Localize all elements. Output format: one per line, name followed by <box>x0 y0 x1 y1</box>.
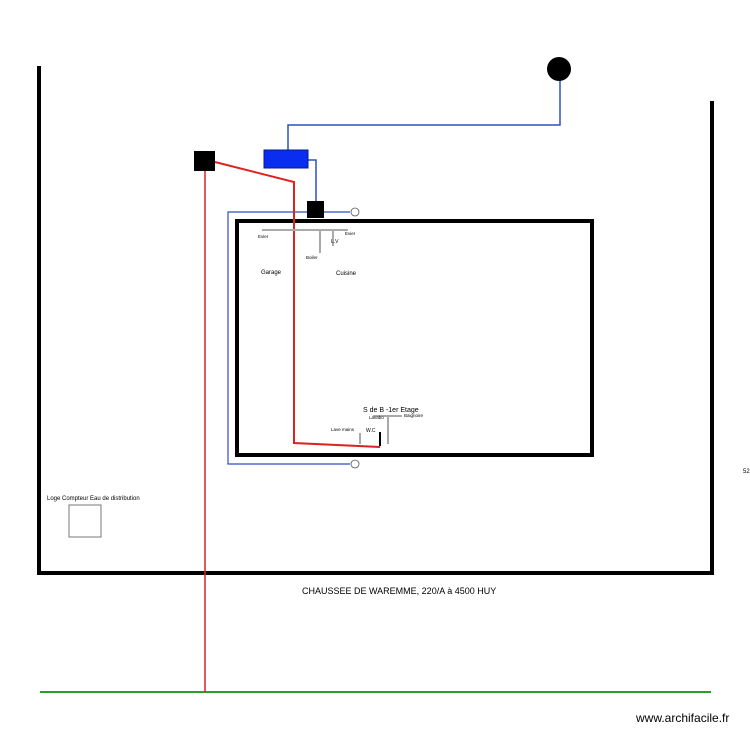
hot-water-pipe <box>214 161 381 448</box>
cold-water-loop <box>227 211 350 465</box>
outer-wall <box>37 66 714 575</box>
cold-water-pipe-top <box>287 78 561 150</box>
valve-bottom-icon <box>350 459 360 469</box>
watermark: www.archifacile.fr <box>636 711 730 725</box>
label-lv: L.V <box>331 239 339 245</box>
label-cuisine: Cuisine <box>336 271 357 277</box>
label-sdb: S de B -1er Etage <box>363 407 419 414</box>
water-meter-icon <box>547 57 571 81</box>
label-wc: W.C <box>366 428 376 434</box>
meter-box <box>68 504 102 538</box>
label-dimension: 52 <box>743 469 750 475</box>
black-junction-right-icon <box>307 201 324 218</box>
cold-water-pipe-to-valve <box>307 159 317 203</box>
label-garage: Garage <box>261 270 282 276</box>
label-boiler: Boiler <box>306 255 318 260</box>
label-baignoire: Baignoire <box>404 413 424 418</box>
label-evier-right: Evier <box>345 231 356 236</box>
inner-building-wall <box>235 219 594 457</box>
label-loge-compteur: Loge Compteur Eau de distribution <box>47 496 140 502</box>
label-lavabo: Lavabo <box>369 415 384 420</box>
water-heater-icon <box>263 149 309 169</box>
valve-top-icon <box>350 207 360 217</box>
label-lave-mains: Lave mains <box>331 427 355 432</box>
black-junction-left-icon <box>194 151 215 171</box>
address-label: CHAUSSEE DE WAREMME, 220/A à 4500 HUY <box>302 586 497 596</box>
label-evier-left: Evier <box>258 234 269 239</box>
